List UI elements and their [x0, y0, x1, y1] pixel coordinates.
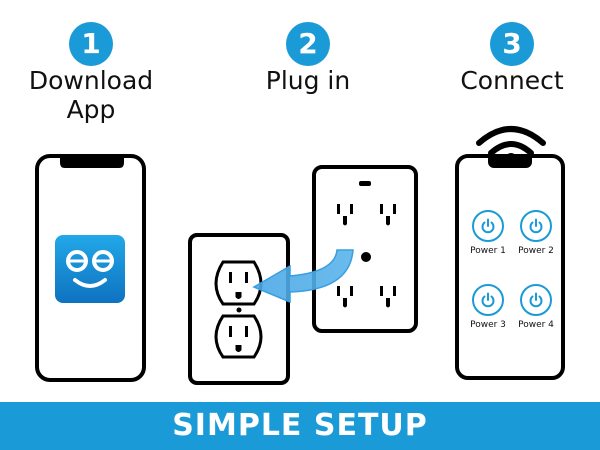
- power-label: Power 4: [518, 320, 554, 330]
- power-icon: [520, 284, 552, 316]
- app-icon: [55, 235, 125, 303]
- phone-illustration-connect: Power 1 Power 2 Power 3 Power 4: [455, 154, 565, 380]
- step-1-title-line2: App: [66, 95, 116, 124]
- step-1-title: Download App: [6, 66, 176, 124]
- power-button-2[interactable]: Power 2: [514, 210, 558, 256]
- power-label: Power 1: [470, 246, 506, 256]
- power-icon: [472, 284, 504, 316]
- power-label: Power 2: [518, 246, 554, 256]
- step-3-title-line1: Connect: [460, 66, 564, 95]
- power-icon: [520, 210, 552, 242]
- step-1-title-line1: Download: [28, 66, 154, 95]
- step-2-number-badge: 2: [286, 22, 330, 66]
- footer-band: [0, 402, 600, 450]
- power-button-3[interactable]: Power 3: [466, 284, 510, 330]
- phone-notch: [488, 156, 532, 168]
- power-button-1[interactable]: Power 1: [466, 210, 510, 256]
- power-button-4[interactable]: Power 4: [514, 284, 558, 330]
- step-2-title: Plug in: [223, 66, 393, 95]
- step-2-title-line1: Plug in: [265, 66, 351, 95]
- step-3-title: Connect: [427, 66, 597, 95]
- step-3-number-badge: 3: [490, 22, 534, 66]
- footer-title: SIMPLE SETUP: [172, 408, 428, 443]
- step-1-number-badge: 1: [69, 22, 113, 66]
- power-label: Power 3: [470, 320, 506, 330]
- power-icon: [472, 210, 504, 242]
